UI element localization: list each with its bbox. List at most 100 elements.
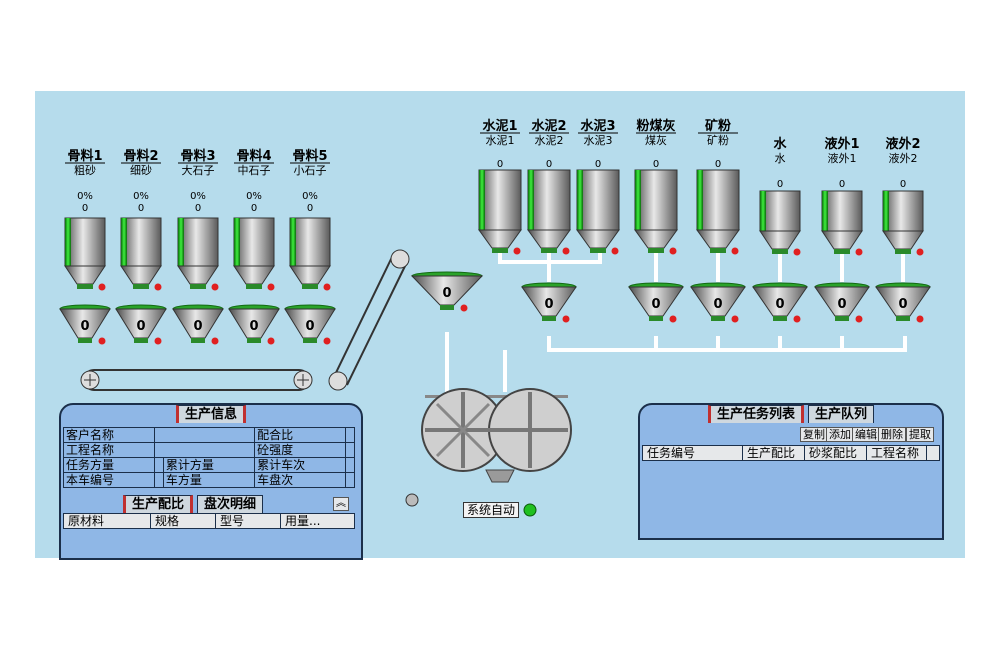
aggregate-value: 0 (82, 203, 88, 214)
powder-silo (634, 169, 678, 255)
valve-indicator-icon (562, 315, 570, 323)
aggregate-moisture: 0% (190, 191, 206, 202)
copy-button[interactable]: 复制 (800, 427, 828, 442)
aggregate-subtitle: 中石子 (238, 164, 271, 177)
valve-indicator-icon (323, 283, 331, 291)
powder-subtitle: 水泥3 (584, 134, 613, 147)
aggregate-subtitle: 细砂 (130, 164, 152, 177)
mix-ratio-value (345, 427, 355, 443)
aggregate-title: 骨料2 (123, 148, 158, 164)
valve-indicator-icon (855, 248, 863, 256)
powder-title: 水泥3 (580, 118, 615, 134)
add-button[interactable]: 添加 (826, 427, 854, 442)
belt-conveyor (80, 249, 410, 391)
powder-silo (527, 169, 571, 255)
valve-indicator-icon (731, 315, 739, 323)
aggregate-weigh-hopper: 0 (228, 304, 280, 345)
twin-shaft-mixer (405, 388, 572, 507)
delete-button[interactable]: 删除 (878, 427, 906, 442)
liquid-tank (821, 190, 863, 256)
concrete-strength-value (345, 442, 355, 458)
aggregate-weigh-hopper: 0 (284, 304, 336, 345)
mix-table-header: 原材料 规格 型号 用量... (63, 513, 355, 529)
aggregate-moisture: 0% (77, 191, 93, 202)
auto-indicator-icon (523, 503, 537, 517)
aggregate-moisture: 0% (133, 191, 149, 202)
powder-subtitle: 水泥2 (535, 134, 564, 147)
liquid-title: 液外1 (824, 136, 859, 152)
incline-roller-icon (328, 371, 348, 391)
truck-batches-label: 车盘次 (254, 472, 347, 488)
truck-number-label: 本车编号 (62, 472, 156, 488)
truck-batches-value (345, 472, 355, 488)
tab-production-queue[interactable]: 生产队列 (808, 405, 875, 423)
powder-value: 0 (715, 159, 721, 170)
aggregate-moisture: 0% (246, 191, 262, 202)
col-amount: 用量... (285, 514, 321, 528)
aggregate-weigh-hopper: 0 (115, 304, 167, 345)
tab-batch-detail[interactable]: 盘次明细 (197, 495, 264, 513)
valve-indicator-icon (211, 283, 219, 291)
mixer-motor-icon (405, 493, 419, 507)
fetch-button[interactable]: 提取 (906, 427, 934, 442)
valve-indicator-icon (460, 304, 468, 312)
col-production-mix: 生产配比 (743, 446, 805, 460)
project-name-value (154, 442, 256, 458)
tab-production-info[interactable]: 生产信息 (175, 405, 246, 423)
hopper-weight: 0 (193, 319, 202, 334)
liquid-subtitle: 液外2 (889, 151, 918, 165)
valve-indicator-icon (154, 283, 162, 291)
tab-task-list[interactable]: 生产任务列表 (707, 405, 804, 423)
valve-indicator-icon (793, 315, 801, 323)
total-trips-value (345, 457, 355, 473)
powder-value: 0 (497, 159, 503, 170)
hopper-weight: 0 (544, 297, 553, 312)
system-auto-status[interactable]: 系统自动 (463, 502, 520, 518)
valve-indicator-icon (916, 248, 924, 256)
collapse-icon[interactable]: ︽ (333, 497, 349, 511)
hopper-weight: 0 (775, 297, 784, 312)
aggregate-bin (120, 217, 162, 291)
liquid-weigh-hopper: 0 (752, 282, 808, 323)
flyash-weigh-hopper: 0 (628, 282, 684, 323)
edit-button[interactable]: 编辑 (852, 427, 880, 442)
hopper-weight: 0 (713, 297, 722, 312)
liquid-subtitle: 液外1 (828, 151, 857, 165)
hopper-weight: 0 (305, 319, 314, 334)
valve-indicator-icon (98, 283, 106, 291)
task-volume-label: 任务方量 (62, 457, 156, 473)
valve-indicator-icon (611, 247, 619, 255)
valve-indicator-icon (154, 337, 162, 345)
liquid-weigh-hopper: 0 (875, 282, 931, 323)
liquid-value: 0 (777, 179, 783, 190)
powder-subtitle: 煤灰 (645, 133, 667, 147)
hopper-weight: 0 (249, 319, 258, 334)
aggregate-weigh-hopper: 0 (59, 304, 111, 345)
valve-indicator-icon (855, 315, 863, 323)
liquid-weigh-hopper: 0 (814, 282, 870, 323)
liquid-value: 0 (839, 179, 845, 190)
truck-volume-label: 车方量 (162, 472, 256, 488)
powder-value: 0 (653, 159, 659, 170)
powder-title: 水泥1 (482, 118, 517, 134)
aggregate-title: 骨料3 (180, 148, 215, 164)
aggregate-bin (233, 217, 275, 291)
powder-subtitle: 矿粉 (707, 134, 729, 147)
tab-production-mix[interactable]: 生产配比 (123, 495, 194, 513)
task-tabs: 生产任务列表 生产队列 (640, 405, 942, 423)
valve-indicator-icon (669, 247, 677, 255)
liquid-title: 水 (773, 136, 787, 152)
aggregate-title: 骨料1 (67, 148, 102, 164)
task-list-panel: 生产任务列表 生产队列 复制 添加 编辑 删除 提取 任务编号 生产配比 砂浆配… (638, 403, 944, 540)
hopper-weight: 0 (837, 297, 846, 312)
powder-silo (576, 169, 620, 255)
task-volume-value (154, 457, 164, 473)
powder-value: 0 (546, 159, 552, 170)
powder-silo (696, 169, 740, 255)
liquid-subtitle: 水 (775, 152, 786, 165)
pipe-network (445, 252, 907, 392)
hopper-weight: 0 (651, 297, 660, 312)
powder-title: 粉煤灰 (636, 118, 675, 134)
production-info-tabs: 生产信息 (61, 405, 361, 423)
col-spec: 规格 (151, 514, 216, 528)
